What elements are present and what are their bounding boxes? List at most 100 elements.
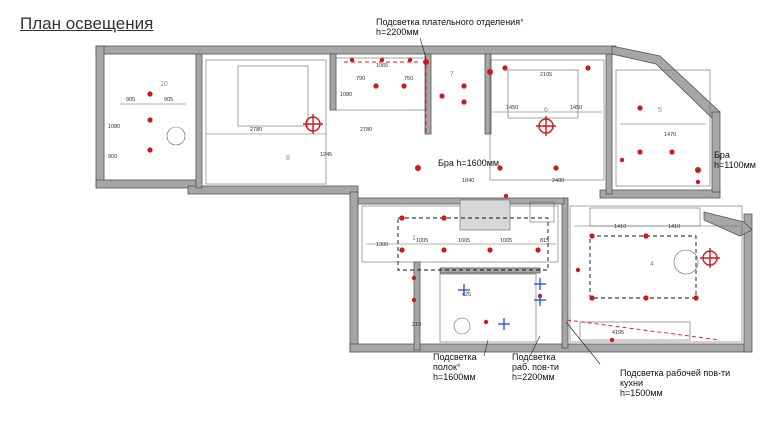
wall-left-upper: [95, 45, 105, 187]
annotation-label: Бра: [714, 150, 730, 160]
blue-spot-icon: [534, 278, 546, 290]
spot-light-icon: [483, 319, 489, 325]
wall-bottom: [349, 343, 751, 353]
armchair: [166, 126, 186, 146]
ceiling-light-icon: [536, 116, 556, 136]
dimension: 1470: [664, 132, 676, 138]
spot-light-icon: [693, 295, 699, 301]
dimension: 1065: [376, 63, 388, 69]
blue-spots: [458, 278, 546, 330]
room-number: 6: [544, 107, 548, 114]
spot-light-icon: [373, 83, 379, 89]
room-number: 8: [286, 155, 290, 162]
wall-diagonal-top: [611, 45, 721, 119]
wall-partition-1: [329, 53, 337, 111]
spot-light-icon: [575, 267, 581, 273]
wall-partition-6: [561, 197, 569, 349]
annotation-height: h=2200мм: [376, 27, 419, 37]
leader-kitchen: [565, 321, 601, 365]
spot-light-icon: [669, 149, 675, 155]
spot-light-icon: [411, 297, 417, 303]
kitchen-counter: [589, 207, 701, 227]
dimension-labels: 905 905 1080 900 2780 2780 1080 1245 106…: [108, 63, 680, 336]
dimension: 2780: [360, 127, 372, 133]
wall-partition-4: [605, 53, 613, 195]
spot-light-icon: [441, 215, 447, 221]
spot-light-icon: [497, 165, 503, 171]
circuit-corridor: [397, 217, 549, 271]
spot-light-icon: [411, 275, 417, 281]
dimension: 1450: [506, 105, 518, 111]
spot-light-icon: [637, 105, 643, 111]
spot-lights: [147, 57, 701, 343]
dimension: 815: [540, 238, 549, 244]
spot-light-icon: [487, 247, 493, 253]
wall-right-lower: [743, 213, 753, 353]
wall-bathroom-top: [439, 267, 541, 274]
annotation-label: Подсветка плательного отделения: [376, 17, 521, 27]
bed: [237, 65, 309, 127]
room-number: 7: [450, 71, 454, 78]
spot-light-icon: [695, 179, 701, 185]
leader-shelf: [483, 339, 489, 357]
dimension: 425: [462, 292, 471, 298]
room-4-outline: [569, 205, 743, 343]
leader-wardrobe: [419, 37, 427, 59]
annotation-label: полок: [433, 362, 457, 372]
dimension: 1300: [376, 242, 388, 248]
annotation-label: Подсветка рабочей пов-ти: [620, 368, 731, 378]
kitchen-strip: [566, 319, 721, 341]
bed-2: [507, 69, 579, 119]
dimension: 2780: [250, 127, 262, 133]
wall-bottom-mid: [187, 185, 359, 195]
room-number: 5: [658, 107, 662, 114]
wall-partition-5: [195, 53, 203, 189]
spot-light-icon: [147, 91, 153, 97]
wall-mid-right: [599, 189, 721, 199]
blue-spot-icon: [534, 294, 546, 306]
dimension: 4195: [612, 330, 624, 336]
spot-light-icon: [589, 295, 595, 301]
annotation-height: h=1100мм: [714, 160, 756, 170]
ceiling-lights: [303, 114, 720, 268]
spot-light-icon: [399, 247, 405, 253]
leader-lines: [419, 37, 601, 365]
annotation-label: Бра h=1600мм: [438, 158, 500, 168]
dimension: 1080: [340, 92, 352, 98]
wall-right-upper: [711, 111, 721, 193]
interior-lines: [103, 53, 743, 343]
spot-light-icon: [461, 83, 467, 89]
blue-spot-icon: [458, 284, 470, 296]
sconces: [415, 69, 701, 173]
leader-work: [529, 335, 541, 357]
dimension: 1080: [108, 124, 120, 130]
room-8-outline: [205, 59, 327, 185]
sconce-icon: [415, 165, 421, 171]
room-6-outline: [489, 59, 605, 181]
dimension: 900: [108, 154, 117, 160]
dimension: 1410: [614, 224, 626, 230]
spot-light-icon: [637, 149, 643, 155]
spot-light-icon: [439, 93, 445, 99]
spot-light-icon: [553, 165, 559, 171]
wall-diagonal-kitchen: [703, 211, 753, 237]
dimension: 750: [404, 76, 413, 82]
spot-light-icon: [535, 247, 541, 253]
room-number: 4: [650, 261, 654, 268]
spot-light-icon: [441, 247, 447, 253]
spot-light-icon: [349, 57, 355, 63]
dimension: 1005: [500, 238, 512, 244]
dimension: 1840: [462, 178, 474, 184]
blue-spot-icon: [498, 318, 510, 330]
annotation-star: *: [520, 17, 524, 27]
room-5-outline: [615, 69, 711, 187]
dimension: 2400: [552, 178, 564, 184]
dimension: 1450: [570, 105, 582, 111]
spot-light-icon: [589, 233, 595, 239]
wall-top: [95, 45, 617, 55]
round-table: [673, 249, 699, 275]
annotation-star: *: [456, 362, 461, 372]
annotation-height: h=1600мм: [433, 372, 476, 382]
